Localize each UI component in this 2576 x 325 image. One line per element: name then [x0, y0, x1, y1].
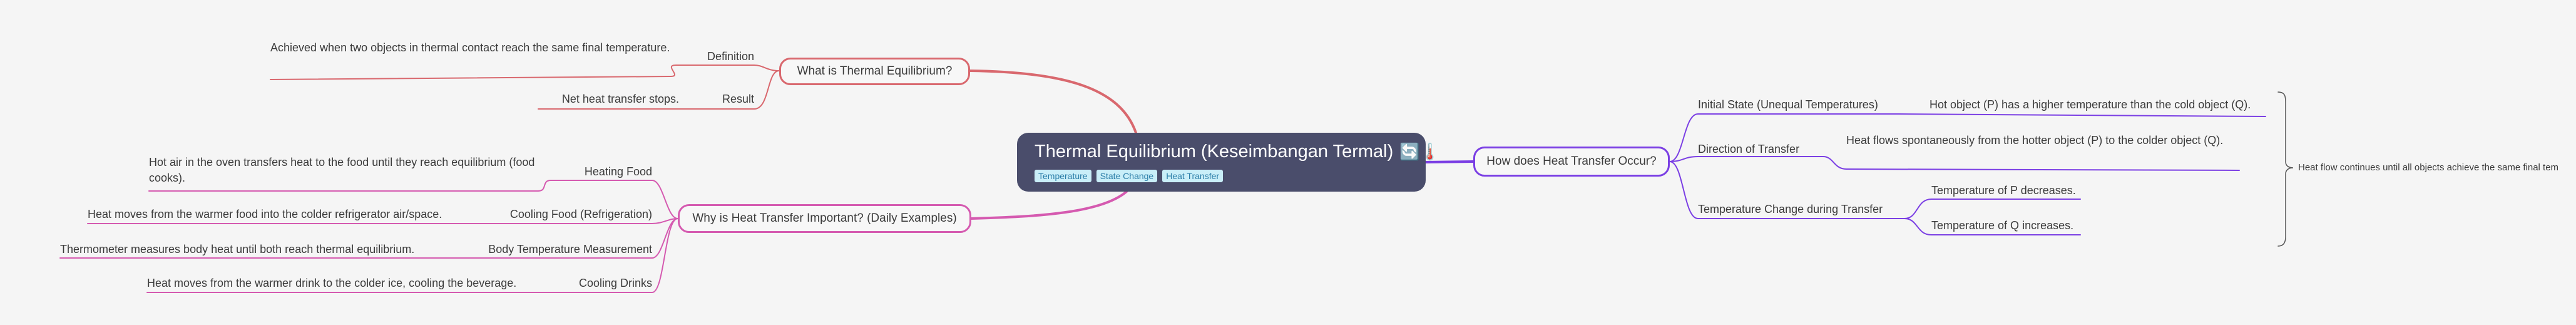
subtopic-heating-food[interactable]: Heating Food [584, 165, 652, 178]
subtopic-cooling-food[interactable]: Cooling Food (Refrigeration) [509, 208, 652, 220]
link-change-q [1904, 218, 2081, 235]
subtopic-result[interactable]: Result [722, 93, 754, 105]
detail-result[interactable]: Net heat transfer stops. [561, 93, 679, 105]
link-examples-drinks [146, 218, 678, 293]
subtopic-initial-state[interactable]: Initial State (Unequal Temperatures) [1698, 98, 1878, 111]
root-topic[interactable]: Thermal Equilibrium (Keseimbangan Termal… [1017, 133, 1440, 192]
link-change-p [1904, 199, 2081, 219]
detail-definition[interactable]: Achieved when two objects in thermal con… [270, 41, 670, 54]
root-title: Thermal Equilibrium (Keseimbangan Termal… [1035, 142, 1394, 162]
detail-direction[interactable]: Heat flows spontaneously from the hotter… [1846, 134, 2224, 147]
detail-body-temperature[interactable]: Thermometer measures body heat until bot… [60, 243, 415, 255]
subtopic-direction[interactable]: Direction of Transfer [1698, 143, 1800, 155]
link-thermal-result [538, 70, 780, 110]
topic-what-is-thermal-equilibrium[interactable]: What is Thermal Equilibrium? [779, 58, 970, 85]
link-root-thermal [969, 70, 1137, 134]
link-transfer-change [1669, 161, 1905, 219]
detail-cooling-food[interactable]: Heat moves from the warmer food into the… [88, 208, 442, 220]
detail-q-increases[interactable]: Temperature of Q increases. [1931, 219, 2074, 232]
detail-heating-food[interactable]: Hot air in the oven transfers heat to th… [149, 156, 535, 184]
root-tags: Temperature State Change Heat Transfer [1035, 170, 1408, 182]
subtopic-temperature-change[interactable]: Temperature Change during Transfer [1698, 203, 1883, 215]
summary-bracket [2277, 91, 2294, 247]
tag-heat-transfer[interactable]: Heat Transfer [1162, 170, 1224, 182]
link-examples-cooling [87, 218, 678, 224]
link-examples-heating [148, 180, 678, 219]
root-title-row: Thermal Equilibrium (Keseimbangan Termal… [1035, 142, 1440, 162]
link-thermal-definition [270, 64, 780, 80]
link-transfer-initial [1669, 113, 2266, 162]
subtopic-body-temperature[interactable]: Body Temperature Measurement [488, 243, 652, 255]
cycle-thermometer-icon: 🔄🌡️ [1399, 142, 1440, 161]
subtopic-definition[interactable]: Definition [707, 50, 754, 63]
summary-heat-flow[interactable]: Heat flow continues until all objects ac… [2298, 162, 2559, 173]
detail-initial-state[interactable]: Hot object (P) has a higher temperature … [1929, 98, 2251, 111]
tag-state-change[interactable]: State Change [1096, 170, 1158, 182]
topic-why-is-heat-transfer-important[interactable]: Why is Heat Transfer Important? (Daily E… [678, 204, 971, 233]
detail-cooling-drinks[interactable]: Heat moves from the warmer drink to the … [147, 277, 517, 289]
subtopic-cooling-drinks[interactable]: Cooling Drinks [578, 277, 652, 289]
link-transfer-direction [1669, 156, 2240, 171]
link-root-examples [970, 190, 1128, 220]
tag-temperature[interactable]: Temperature [1035, 170, 1091, 182]
topic-how-does-heat-transfer-occur[interactable]: How does Heat Transfer Occur? [1473, 147, 1670, 177]
detail-p-decreases[interactable]: Temperature of P decreases. [1931, 184, 2076, 197]
